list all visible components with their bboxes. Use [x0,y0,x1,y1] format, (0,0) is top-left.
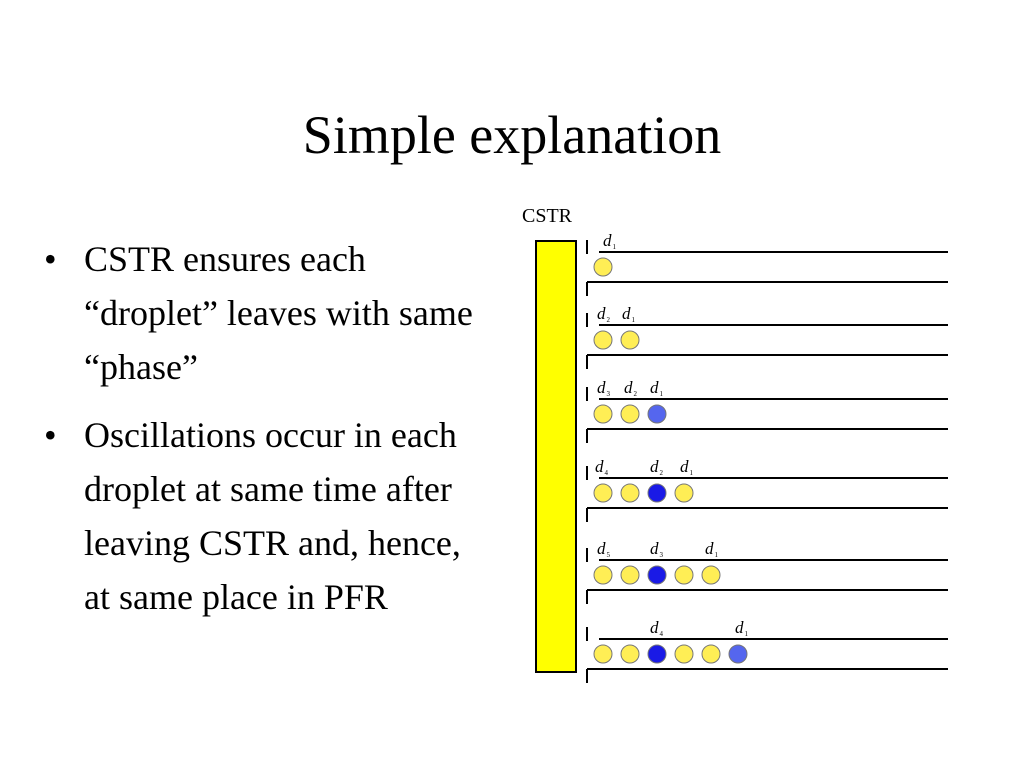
droplet [620,644,640,664]
droplet [674,565,694,585]
droplet-label: d2 [624,378,638,398]
droplet-label-subscript: 2 [607,316,611,324]
pfr-row: d1 [586,231,948,296]
pfr-row: d2 d1 [586,304,948,369]
bullet-list: • CSTR ensures each “droplet” leaves wit… [40,232,480,638]
droplet-label: d1 [705,539,719,559]
droplet [593,565,613,585]
droplet-label-subscript: 4 [660,630,664,638]
droplet [593,330,613,350]
droplet [593,483,613,503]
droplet [593,404,613,424]
droplet [593,644,613,664]
droplet-label-subscript: 4 [605,469,609,477]
droplet [674,644,694,664]
bullet-text: Oscillations occur in each droplet at sa… [84,415,461,617]
droplet-label: d1 [735,618,749,638]
droplet [701,565,721,585]
droplet-label-subscript: 1 [690,469,694,477]
droplet [701,644,721,664]
bullet-item: • Oscillations occur in each droplet at … [40,408,480,624]
bullet-text: CSTR ensures each “droplet” leaves with … [84,239,473,387]
droplet-label-subscript: 1 [715,551,719,559]
droplet-label-subscript: 5 [607,551,611,559]
droplet-label-subscript: 1 [745,630,749,638]
pfr-row: d3 d2 d1 [586,378,948,443]
droplet-label-subscript: 3 [607,390,611,398]
droplet [620,404,640,424]
droplet [647,404,667,424]
bullet-dot-icon: • [44,415,57,455]
droplet-label-subscript: 2 [634,390,638,398]
droplet-label: d3 [597,378,611,398]
droplet [647,565,667,585]
slide-title: Simple explanation [302,105,722,165]
pfr-row: d4 d1 [586,618,948,683]
droplet-label-subscript: 3 [660,551,664,559]
droplet-label: d5 [597,539,611,559]
droplet [620,483,640,503]
droplet-label-subscript: 1 [613,243,617,251]
bullet-item: • CSTR ensures each “droplet” leaves wit… [40,232,480,394]
droplet-label: d2 [597,304,611,324]
bullet-dot-icon: • [44,239,57,279]
droplet-label: d1 [680,457,694,477]
droplet-label: d1 [650,378,664,398]
droplet-label-subscript: 2 [660,469,664,477]
droplet [647,483,667,503]
pfr-rows: d1 d2 d1 d3 d2 d1 d4 d2 d1 d5 d3 d1 d4 d1 [586,231,948,683]
droplet-label: d3 [650,539,664,559]
droplet [674,483,694,503]
droplet [593,257,613,277]
droplet-label: d2 [650,457,664,477]
droplet [620,565,640,585]
droplet [620,330,640,350]
pfr-row: d4 d2 d1 [586,457,948,522]
droplet-label: d1 [603,231,617,251]
droplet [728,644,748,664]
cstr-reactor [535,240,577,673]
cstr-label: CSTR [522,205,573,227]
droplet [647,644,667,664]
droplet-label-subscript: 1 [660,390,664,398]
droplet-label: d4 [595,457,609,477]
pfr-row: d5 d3 d1 [586,539,948,604]
droplet-label: d4 [650,618,664,638]
droplet-label: d1 [622,304,636,324]
droplet-label-subscript: 1 [632,316,636,324]
